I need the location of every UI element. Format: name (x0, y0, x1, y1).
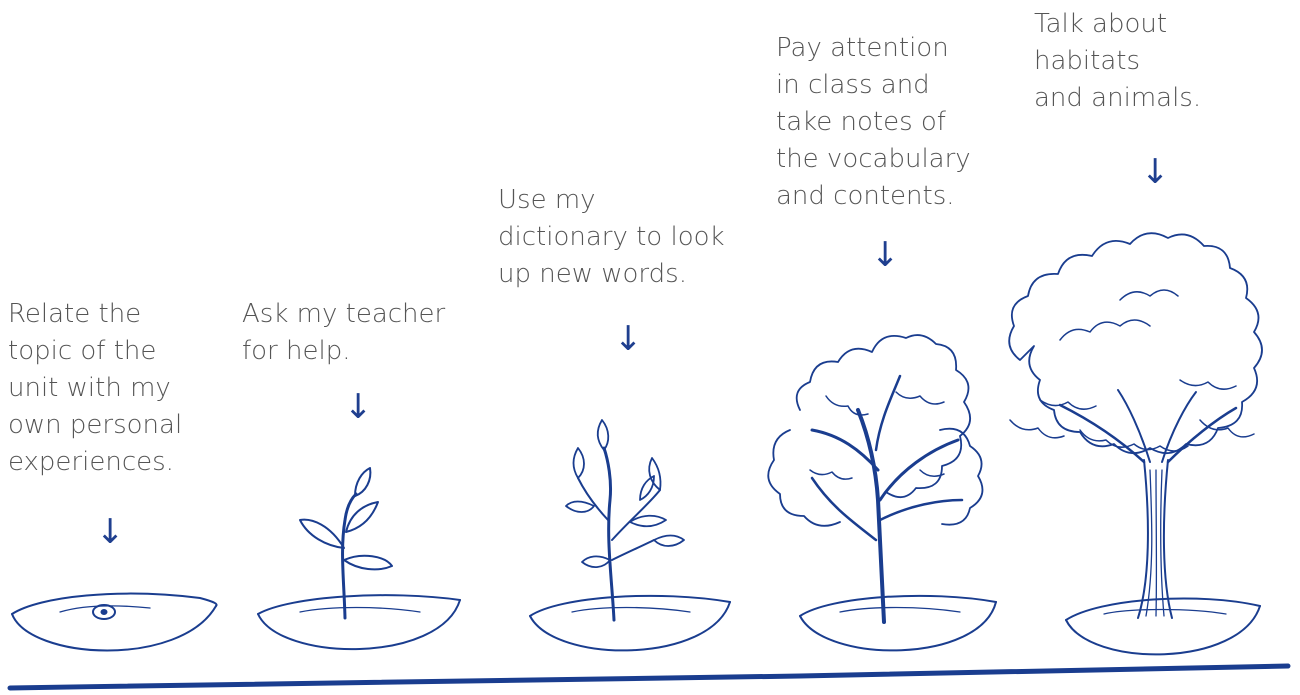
stage-2-text: Ask my teacher for help. (242, 299, 446, 366)
young-tree-icon (767, 334, 997, 652)
down-arrow-icon: ↓ (344, 387, 373, 427)
sapling-icon (529, 419, 731, 652)
stage-5-text: Talk about habitats and animals. (1034, 9, 1202, 113)
ground-line (7, 663, 1291, 691)
mound-with-seed-icon (11, 592, 218, 652)
big-tree-icon (1008, 232, 1263, 656)
down-arrow-icon: ↓ (96, 512, 125, 552)
down-arrow-icon: ↓ (871, 235, 900, 275)
stage-4-text: Pay attention in class and take notes of… (776, 33, 971, 211)
stage-1-text: Relate the topic of the unit with my own… (8, 299, 183, 477)
down-arrow-icon: ↓ (614, 319, 643, 359)
down-arrow-icon: ↓ (1141, 152, 1170, 192)
stage-3-text: Use my dictionary to look up new words. (498, 185, 725, 289)
sprout-icon (257, 467, 461, 651)
